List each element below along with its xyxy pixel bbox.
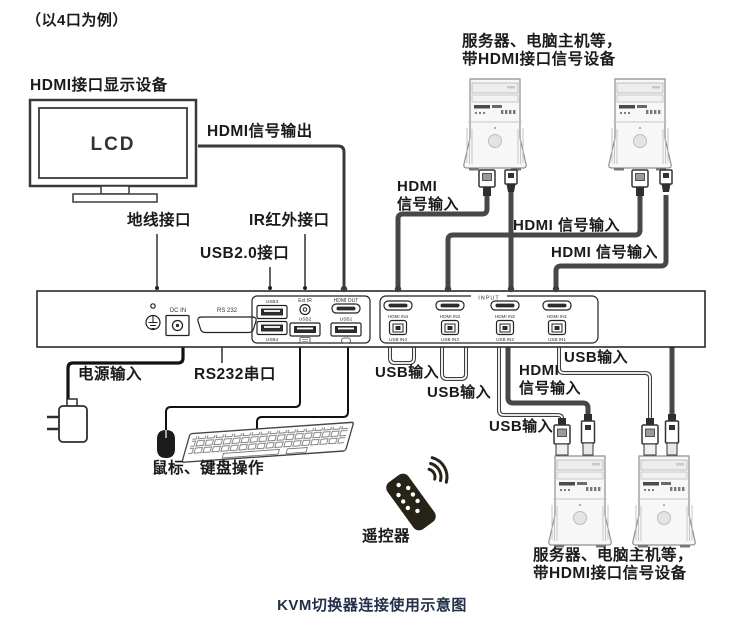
port-label-usb4: USB4 (266, 337, 279, 343)
diagram-caption: KVM切换器连接使用示意图 (277, 597, 467, 614)
port-label-usb-in2: USB IN2 (496, 337, 514, 342)
usb1-port (330, 322, 362, 337)
lcd-screen-text: LCD (90, 134, 135, 155)
server-tower-4 (632, 455, 696, 549)
usb20-port-label: USB2.0接口 (200, 245, 290, 262)
port-label-extir: Ext IR (298, 298, 312, 304)
top-servers-line2: 带HDMI接口信号设备 (462, 51, 616, 68)
port-label-usb-in3: USB IN3 (441, 337, 459, 342)
hdmi-input-cables-top (395, 191, 669, 287)
port-label-hdmi-in1: HDMI IN1 (547, 314, 568, 319)
port-label-dcin: DC IN (170, 308, 186, 314)
port-label-hdmiout: HDMI OUT (334, 298, 359, 304)
input-channel-4: HDMI IN4 USB IN4 (383, 300, 413, 342)
remote-label: 遥控器 (362, 528, 411, 545)
usb3-port (256, 304, 288, 320)
usb-input-label-3: USB输入 (489, 418, 554, 435)
hdmi-input-label-2: HDMI 信号输入 (513, 217, 620, 234)
power-adapter (47, 398, 88, 443)
hdmi-input-label-1-line2: 信号输入 (397, 196, 460, 213)
ground-port-label: 地线接口 (127, 212, 192, 229)
usb-plug-tower2 (631, 169, 649, 197)
power-cable (66, 347, 185, 406)
hdmi-cable-in4 (395, 195, 490, 287)
usb-plug-tower3 (553, 417, 571, 456)
hdmi-input-cables-bottom (505, 347, 675, 415)
server-tower-2 (608, 78, 672, 172)
hdmi-cable-in3 (445, 195, 643, 287)
keyboard-cable (256, 347, 349, 434)
top-servers-line1: 服务器、电脑主机等， (462, 33, 623, 50)
server-tower-3 (548, 455, 612, 549)
mouse (157, 430, 175, 458)
hdmi-plug-tower3 (580, 413, 596, 456)
port-label-usb2: USB2 (299, 317, 312, 323)
ext-ir-port (299, 303, 311, 316)
bottom-servers-label: 服务器、电脑主机等， 带HDMI接口信号设备 (533, 547, 693, 583)
input-channel-2: HDMI IN2 USB IN2 (490, 300, 520, 342)
usb2-port (289, 322, 321, 337)
input-port-group: INPUT HDMI IN4 USB IN4 HDMI IN3 USB IN3 … (379, 292, 599, 344)
port-label-usb-in1: USB IN1 (548, 337, 566, 342)
rs232-serial-label: RS232串口 (194, 366, 276, 383)
hdmi-cable-in1-top (553, 195, 669, 287)
usb4-port (256, 320, 288, 336)
hdmi-input-label-4-line2: 信号输入 (519, 380, 582, 397)
bottom-servers-line2: 带HDMI接口信号设备 (533, 565, 687, 582)
port-label-rs232: RS 232 (217, 308, 238, 314)
kvm-switch: DC IN RS 232 USB3 USB4 Ext IR USB2 (36, 290, 706, 348)
input-channel-1: HDMI IN1 USB IN1 (542, 300, 572, 342)
usb-input-label-1: USB输入 (375, 364, 440, 381)
cable-connection-dots (155, 285, 560, 293)
hdmi-plug-tower4 (664, 413, 680, 456)
ir-port-label: IR红外接口 (249, 212, 330, 229)
usb-plug-tower1 (478, 169, 496, 197)
hdmi-plug-tower1 (504, 169, 518, 193)
ir-waves-icon (427, 456, 449, 484)
port-label-hdmi-in3: HDMI IN3 (440, 314, 461, 319)
usb-input-label-2: USB输入 (427, 384, 492, 401)
hdmi-input-label-4: HDMI 信号输入 (519, 362, 581, 398)
remote-control (386, 456, 449, 531)
keyboard-icon (299, 337, 311, 344)
port-label-hdmi-in4: HDMI IN4 (388, 314, 409, 319)
hdmi-input-label-4-line1: HDMI (519, 362, 560, 379)
port-label-usb-in4: USB IN4 (389, 337, 407, 342)
hdmi-input-label-3: HDMI 信号输入 (551, 244, 658, 261)
keyboard (181, 421, 354, 463)
display-device-label: HDMI接口显示设备 (30, 77, 168, 94)
ground-terminal-icon (145, 303, 161, 331)
rs232-port (197, 316, 257, 334)
usb-plug-tower4 (641, 417, 659, 456)
hdmi-output-label: HDMI信号输出 (207, 123, 313, 140)
hdmi-output-cable (198, 144, 346, 287)
input-channel-3: HDMI IN3 USB IN3 (435, 300, 465, 342)
port-label-input: INPUT (478, 296, 500, 302)
port-label-usb1: USB1 (340, 317, 353, 323)
dc-in-port (165, 314, 190, 337)
console-port-group: USB3 USB4 Ext IR USB2 HDMI OUT USB1 (251, 295, 371, 344)
lcd-monitor: LCD (28, 98, 198, 203)
label-leader-lines (156, 234, 306, 363)
hdmi-cable-tower3 (505, 347, 591, 415)
page-title: （以4口为例） (26, 12, 128, 29)
usb-input-cables (388, 347, 652, 420)
mouse-icon (341, 337, 351, 344)
bottom-servers-line1: 服务器、电脑主机等， (533, 547, 694, 564)
port-label-hdmi-in2: HDMI IN2 (495, 314, 516, 319)
port-label-usb3: USB3 (266, 299, 279, 305)
hdmi-out-port (331, 303, 361, 314)
hdmi-plug-tower2 (659, 169, 673, 193)
hdmi-input-label-1: HDMI 信号输入 (397, 178, 459, 214)
usb-input-label-4: USB输入 (564, 349, 629, 366)
server-tower-1 (463, 78, 527, 172)
mouse-cable (165, 347, 301, 430)
mouse-keyboard-label: 鼠标、键盘操作 (152, 460, 265, 477)
power-input-label: 电源输入 (78, 366, 143, 383)
hdmi-input-label-1-line1: HDMI (397, 178, 438, 195)
top-servers-label: 服务器、电脑主机等， 带HDMI接口信号设备 (462, 33, 622, 69)
